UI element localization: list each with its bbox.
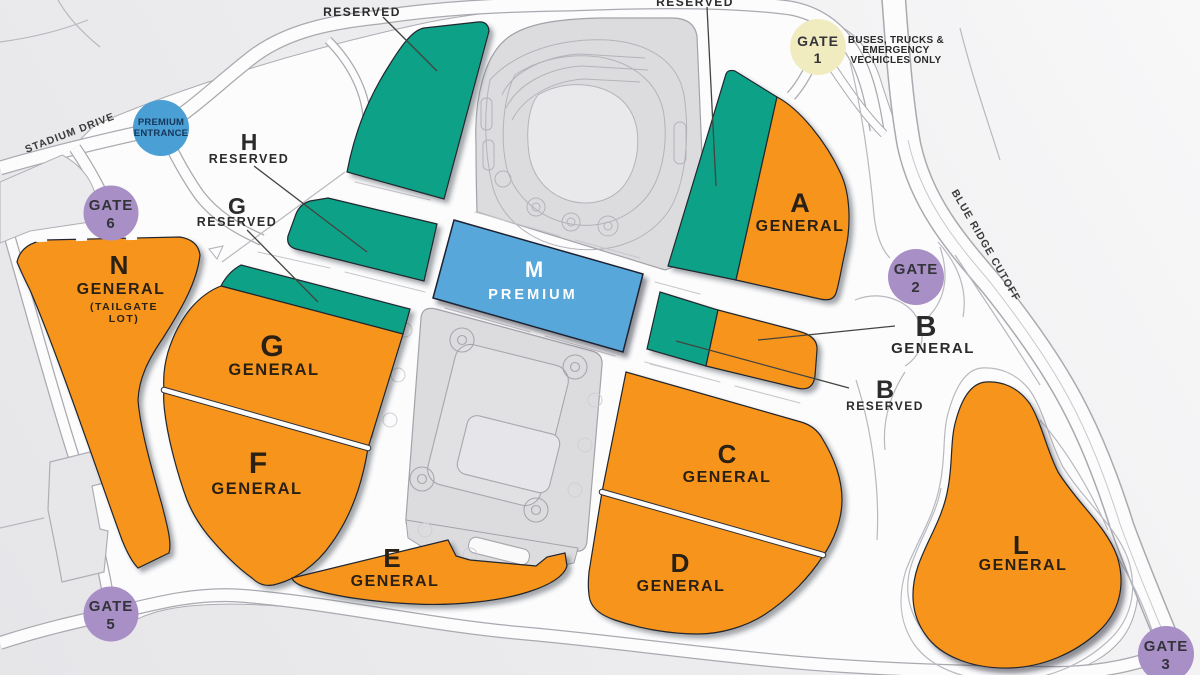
svg-text:ENTRANCE: ENTRANCE [134, 128, 188, 139]
svg-text:GENERAL: GENERAL [228, 361, 319, 379]
svg-text:H: H [241, 129, 258, 155]
svg-text:2: 2 [911, 279, 920, 296]
svg-text:LOT): LOT) [109, 313, 140, 325]
svg-text:RESERVED: RESERVED [209, 152, 290, 166]
svg-text:N: N [110, 250, 129, 280]
svg-text:D: D [671, 548, 690, 578]
svg-text:RESERVED: RESERVED [197, 215, 278, 229]
svg-text:(TAILGATE: (TAILGATE [90, 301, 158, 313]
svg-text:EMERGENCY: EMERGENCY [862, 45, 929, 56]
svg-text:C: C [718, 439, 737, 469]
svg-text:GATE: GATE [89, 598, 134, 615]
svg-text:BUSES, TRUCKS &: BUSES, TRUCKS & [848, 35, 944, 46]
svg-text:E: E [383, 543, 400, 573]
svg-text:RESERVED: RESERVED [323, 5, 401, 19]
svg-text:3: 3 [1161, 656, 1170, 673]
svg-text:GATE: GATE [894, 261, 939, 278]
svg-text:GENERAL: GENERAL [211, 480, 302, 498]
svg-text:G: G [260, 330, 283, 363]
svg-text:PREMIUM: PREMIUM [138, 117, 184, 128]
svg-text:5: 5 [106, 616, 115, 633]
svg-text:VECHICLES ONLY: VECHICLES ONLY [850, 55, 941, 66]
svg-text:B: B [876, 376, 894, 404]
svg-text:F: F [249, 447, 267, 480]
svg-text:RESERVED: RESERVED [846, 399, 924, 413]
svg-text:B: B [916, 311, 937, 343]
svg-text:GENERAL: GENERAL [756, 218, 845, 235]
svg-text:M: M [525, 257, 543, 282]
svg-text:GENERAL: GENERAL [891, 340, 975, 357]
svg-text:GATE: GATE [1144, 638, 1189, 655]
svg-text:1: 1 [814, 50, 823, 66]
svg-text:A: A [790, 188, 810, 218]
svg-text:PREMIUM: PREMIUM [488, 287, 577, 303]
svg-text:GENERAL: GENERAL [979, 557, 1068, 574]
svg-text:GENERAL: GENERAL [351, 573, 440, 590]
svg-text:GENERAL: GENERAL [77, 281, 166, 298]
svg-text:L: L [1013, 530, 1029, 560]
svg-text:GENERAL: GENERAL [637, 578, 726, 595]
svg-text:RESERVED: RESERVED [656, 0, 734, 9]
svg-text:GENERAL: GENERAL [683, 469, 772, 486]
svg-text:GATE: GATE [797, 33, 839, 49]
svg-text:GATE: GATE [89, 197, 134, 214]
svg-text:6: 6 [106, 215, 115, 232]
svg-text:G: G [228, 193, 246, 219]
